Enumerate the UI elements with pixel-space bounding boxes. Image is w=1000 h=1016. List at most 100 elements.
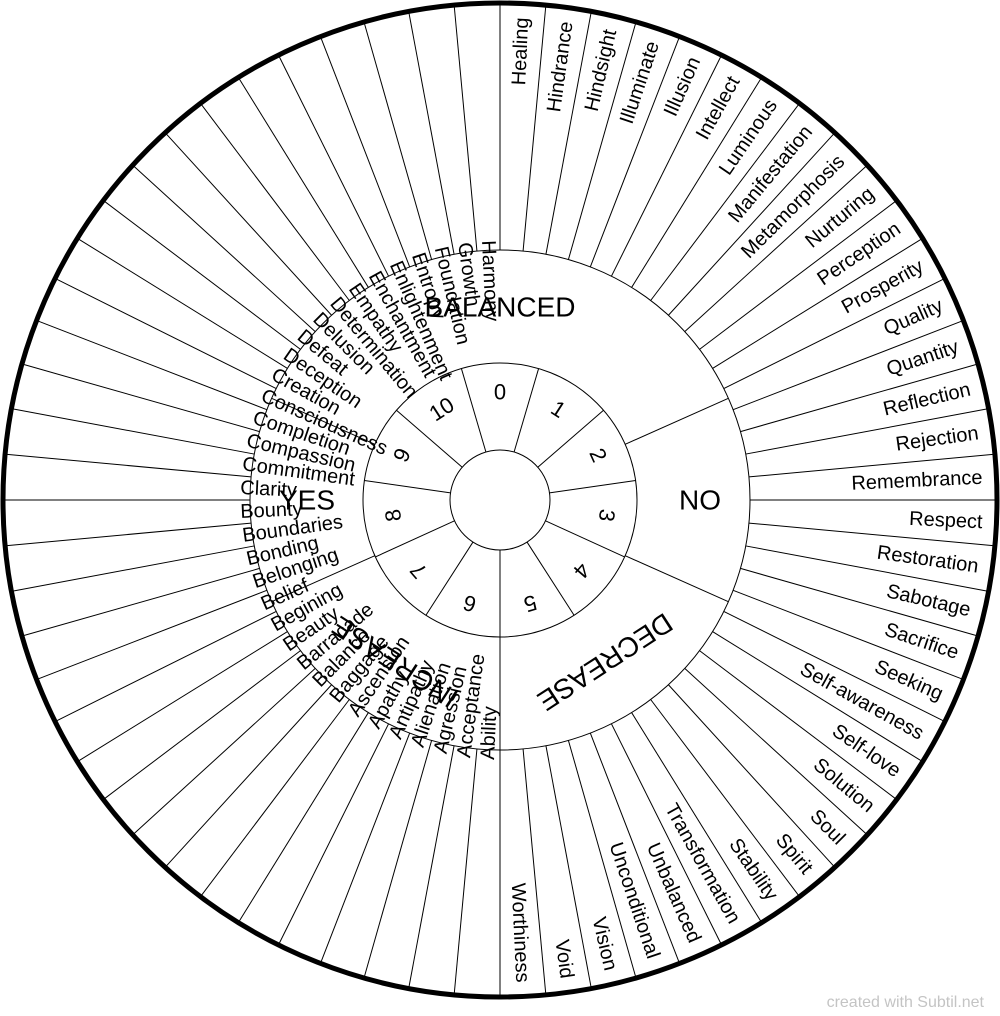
word-divider-line xyxy=(23,364,260,433)
word-divider-line xyxy=(610,723,722,944)
number-divider-line xyxy=(364,480,451,494)
word-divider-line xyxy=(201,104,350,301)
word-label: Void xyxy=(550,938,577,980)
word-divider-line xyxy=(589,38,680,268)
word-divider-line xyxy=(278,56,390,277)
sector-divider-line xyxy=(624,397,729,445)
word-divider-line xyxy=(748,522,993,547)
word-divider-line xyxy=(104,201,301,350)
sector-divider-line xyxy=(624,555,729,603)
word-divider-line xyxy=(7,453,252,478)
word-label: Spirit xyxy=(771,830,817,879)
word-divider-line xyxy=(408,13,455,255)
word-divider-line xyxy=(408,745,455,987)
word-label: Quantity xyxy=(884,336,962,381)
word-divider-line xyxy=(740,567,977,636)
word-divider-line xyxy=(732,320,962,411)
number-label: 8 xyxy=(380,508,406,524)
sector-label: BALANCED xyxy=(425,292,576,323)
sector-divider-line xyxy=(271,397,376,445)
word-divider-line xyxy=(723,610,944,722)
number-divider-line xyxy=(526,541,575,616)
word-divider-line xyxy=(238,78,369,288)
word-divider-line xyxy=(748,453,993,478)
number-label: 7 xyxy=(405,558,432,584)
word-divider-line xyxy=(567,740,636,977)
word-divider-line xyxy=(38,320,268,411)
center-hub-circle xyxy=(449,449,551,551)
word-divider-line xyxy=(38,589,268,680)
word-divider-line xyxy=(699,201,896,350)
number-divider-line xyxy=(545,520,625,558)
word-label: Vision xyxy=(587,915,621,973)
word-divider-line xyxy=(522,7,547,252)
number-divider-line xyxy=(396,409,463,468)
word-divider-line xyxy=(23,567,260,636)
word-divider-line xyxy=(745,545,987,592)
word-divider-line xyxy=(745,408,987,455)
word-label: Rejection xyxy=(894,422,980,455)
word-divider-line xyxy=(453,7,478,252)
word-divider-line xyxy=(13,545,255,592)
word-divider-line xyxy=(684,668,867,834)
word-divider-line xyxy=(631,78,762,288)
word-label: Respect xyxy=(909,508,984,533)
number-label: 0 xyxy=(494,380,506,405)
number-label: 10 xyxy=(425,392,459,426)
word-divider-line xyxy=(320,38,411,268)
word-divider-line xyxy=(668,133,834,316)
word-divider-line xyxy=(723,278,944,390)
word-divider-line xyxy=(7,522,252,547)
number-label: 3 xyxy=(594,508,620,524)
number-label: 9 xyxy=(388,444,416,466)
number-divider-line xyxy=(549,480,636,494)
word-divider-line xyxy=(201,699,350,896)
word-label: Hindsight xyxy=(581,27,622,114)
number-label: 4 xyxy=(568,558,595,584)
word-divider-line xyxy=(133,668,316,834)
word-label: Illuminate xyxy=(616,39,664,127)
word-label: Intellect xyxy=(692,72,745,143)
word-divider-line xyxy=(133,166,316,332)
word-divider-line xyxy=(104,650,301,799)
word-divider-line xyxy=(610,56,722,277)
word-divider-line xyxy=(13,408,255,455)
word-divider-line xyxy=(364,740,433,977)
word-divider-line xyxy=(650,699,799,896)
word-divider-line xyxy=(589,732,680,962)
number-divider-line xyxy=(460,368,487,453)
word-divider-line xyxy=(567,23,636,260)
word-divider-line xyxy=(522,748,547,993)
word-label: Remembrance xyxy=(851,467,983,495)
word-divider-line xyxy=(453,748,478,993)
number-divider-line xyxy=(375,520,455,558)
word-divider-line xyxy=(56,610,277,722)
word-divider-line xyxy=(320,732,411,962)
word-label: Illusion xyxy=(660,54,705,120)
word-divider-line xyxy=(699,650,896,799)
word-divider-line xyxy=(668,684,834,867)
sector-label: NO xyxy=(679,485,721,516)
word-label: Quality xyxy=(880,295,946,340)
word-divider-line xyxy=(740,364,977,433)
word-divider-line xyxy=(166,133,332,316)
word-divider-line xyxy=(56,278,277,390)
word-label: Healing xyxy=(508,17,533,86)
sector-label: DECREASE xyxy=(532,607,678,717)
word-label: Sacrifice xyxy=(882,619,962,664)
sector-divider-line xyxy=(271,555,376,603)
word-label: Ability xyxy=(477,706,501,760)
number-label: 5 xyxy=(521,590,540,617)
number-divider-line xyxy=(537,409,604,468)
word-divider-line xyxy=(545,745,592,987)
sector-label: YES xyxy=(279,485,335,516)
word-label: Bounty xyxy=(240,498,303,523)
word-divider-line xyxy=(364,23,433,260)
number-divider-line xyxy=(513,368,540,453)
watermark-credit: created with Subtil.net xyxy=(826,994,984,1011)
word-divider-line xyxy=(650,104,799,301)
word-label: Seeking xyxy=(871,656,946,705)
word-divider-line xyxy=(166,684,332,867)
